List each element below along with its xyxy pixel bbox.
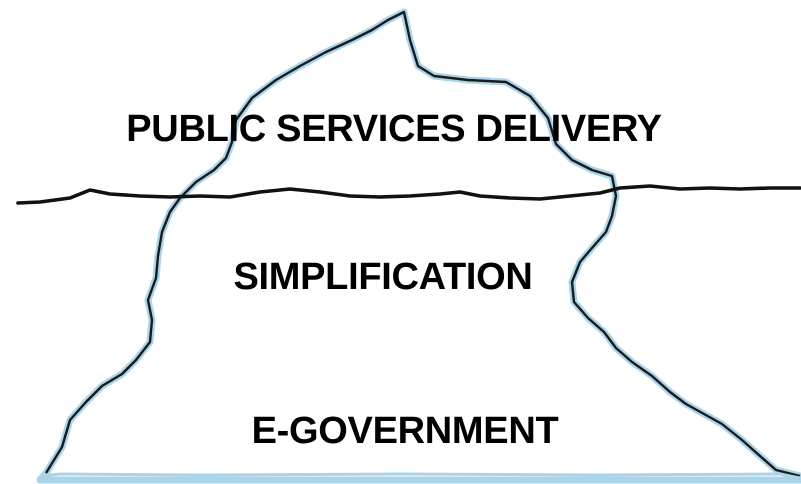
layer-label-simplification: SIMPLIFICATION: [233, 256, 533, 298]
iceberg-base-line: [39, 472, 801, 480]
waterline: [16, 184, 801, 205]
layer-label-e-government: E-GOVERNMENT: [251, 410, 559, 452]
iceberg-outline: [44, 10, 801, 478]
layer-label-public-services-delivery: PUBLIC SERVICES DELIVERY: [126, 108, 662, 150]
